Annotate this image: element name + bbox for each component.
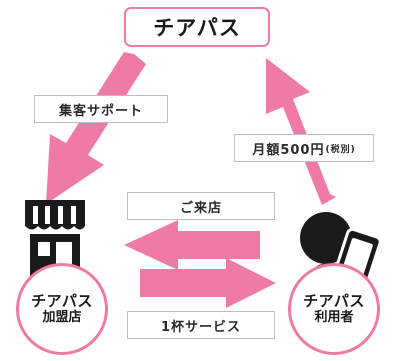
user-circle: チアパス 利用者 bbox=[288, 263, 380, 355]
label-collection-support: 集客サポート bbox=[34, 95, 168, 123]
label-collection-support-text: 集客サポート bbox=[58, 103, 143, 119]
label-monthly-fee-text: 月額500円 bbox=[252, 142, 325, 158]
label-monthly-fee-tax: (税別) bbox=[325, 144, 356, 155]
store-circle: チアパス 加盟店 bbox=[16, 263, 108, 355]
arrow-visit bbox=[124, 220, 260, 270]
label-drink-service: 1杯サービス bbox=[127, 311, 275, 339]
store-circle-label: 加盟店 bbox=[42, 309, 82, 325]
user-circle-title: チアパス bbox=[303, 291, 365, 310]
user-circle-label: 利用者 bbox=[314, 309, 354, 325]
title-box: チアパス bbox=[124, 7, 270, 47]
arrow-collection-support bbox=[46, 52, 146, 204]
arrow-drink-service bbox=[140, 258, 276, 308]
store-circle-title: チアパス bbox=[31, 291, 93, 310]
label-drink-service-text: 1杯サービス bbox=[160, 319, 242, 335]
label-visit-text: ご来店 bbox=[179, 200, 222, 216]
title-text: チアパス bbox=[153, 16, 241, 40]
arrow-monthly-fee bbox=[266, 58, 336, 205]
label-visit: ご来店 bbox=[127, 192, 275, 220]
label-monthly-fee: 月額500円 (税別) bbox=[234, 134, 374, 162]
